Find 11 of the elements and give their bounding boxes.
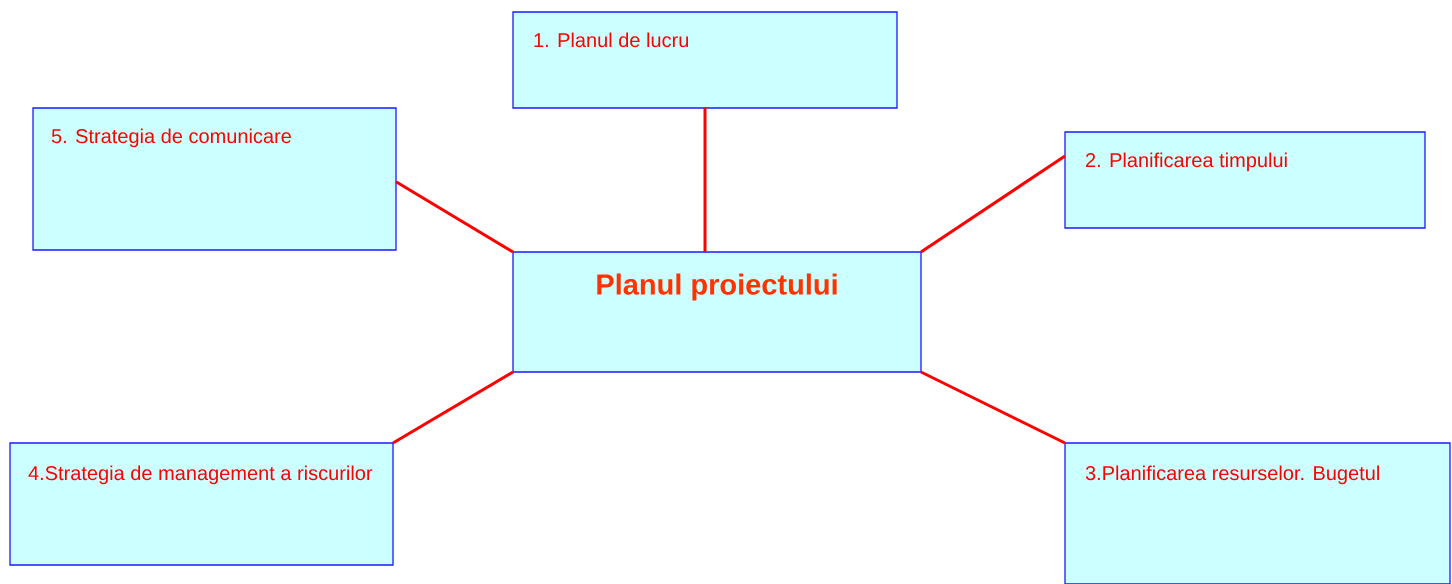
topic-box: 4.Strategia de management a riscurilor bbox=[9, 442, 394, 566]
topic-box: 5. Strategia de comunicare bbox=[32, 107, 397, 251]
connector-line bbox=[920, 370, 1066, 445]
connector-line bbox=[395, 180, 514, 254]
central-box: Planul proiectului bbox=[512, 251, 922, 373]
topic-box: 1. Planul de lucru bbox=[512, 11, 898, 109]
topic-box: 3.Planificarea resurselor. Bugetul bbox=[1064, 442, 1451, 584]
connector-line bbox=[920, 154, 1066, 254]
connector-line bbox=[703, 108, 707, 252]
connector-line bbox=[392, 370, 514, 445]
topic-box: 2. Planificarea timpului bbox=[1064, 131, 1426, 229]
